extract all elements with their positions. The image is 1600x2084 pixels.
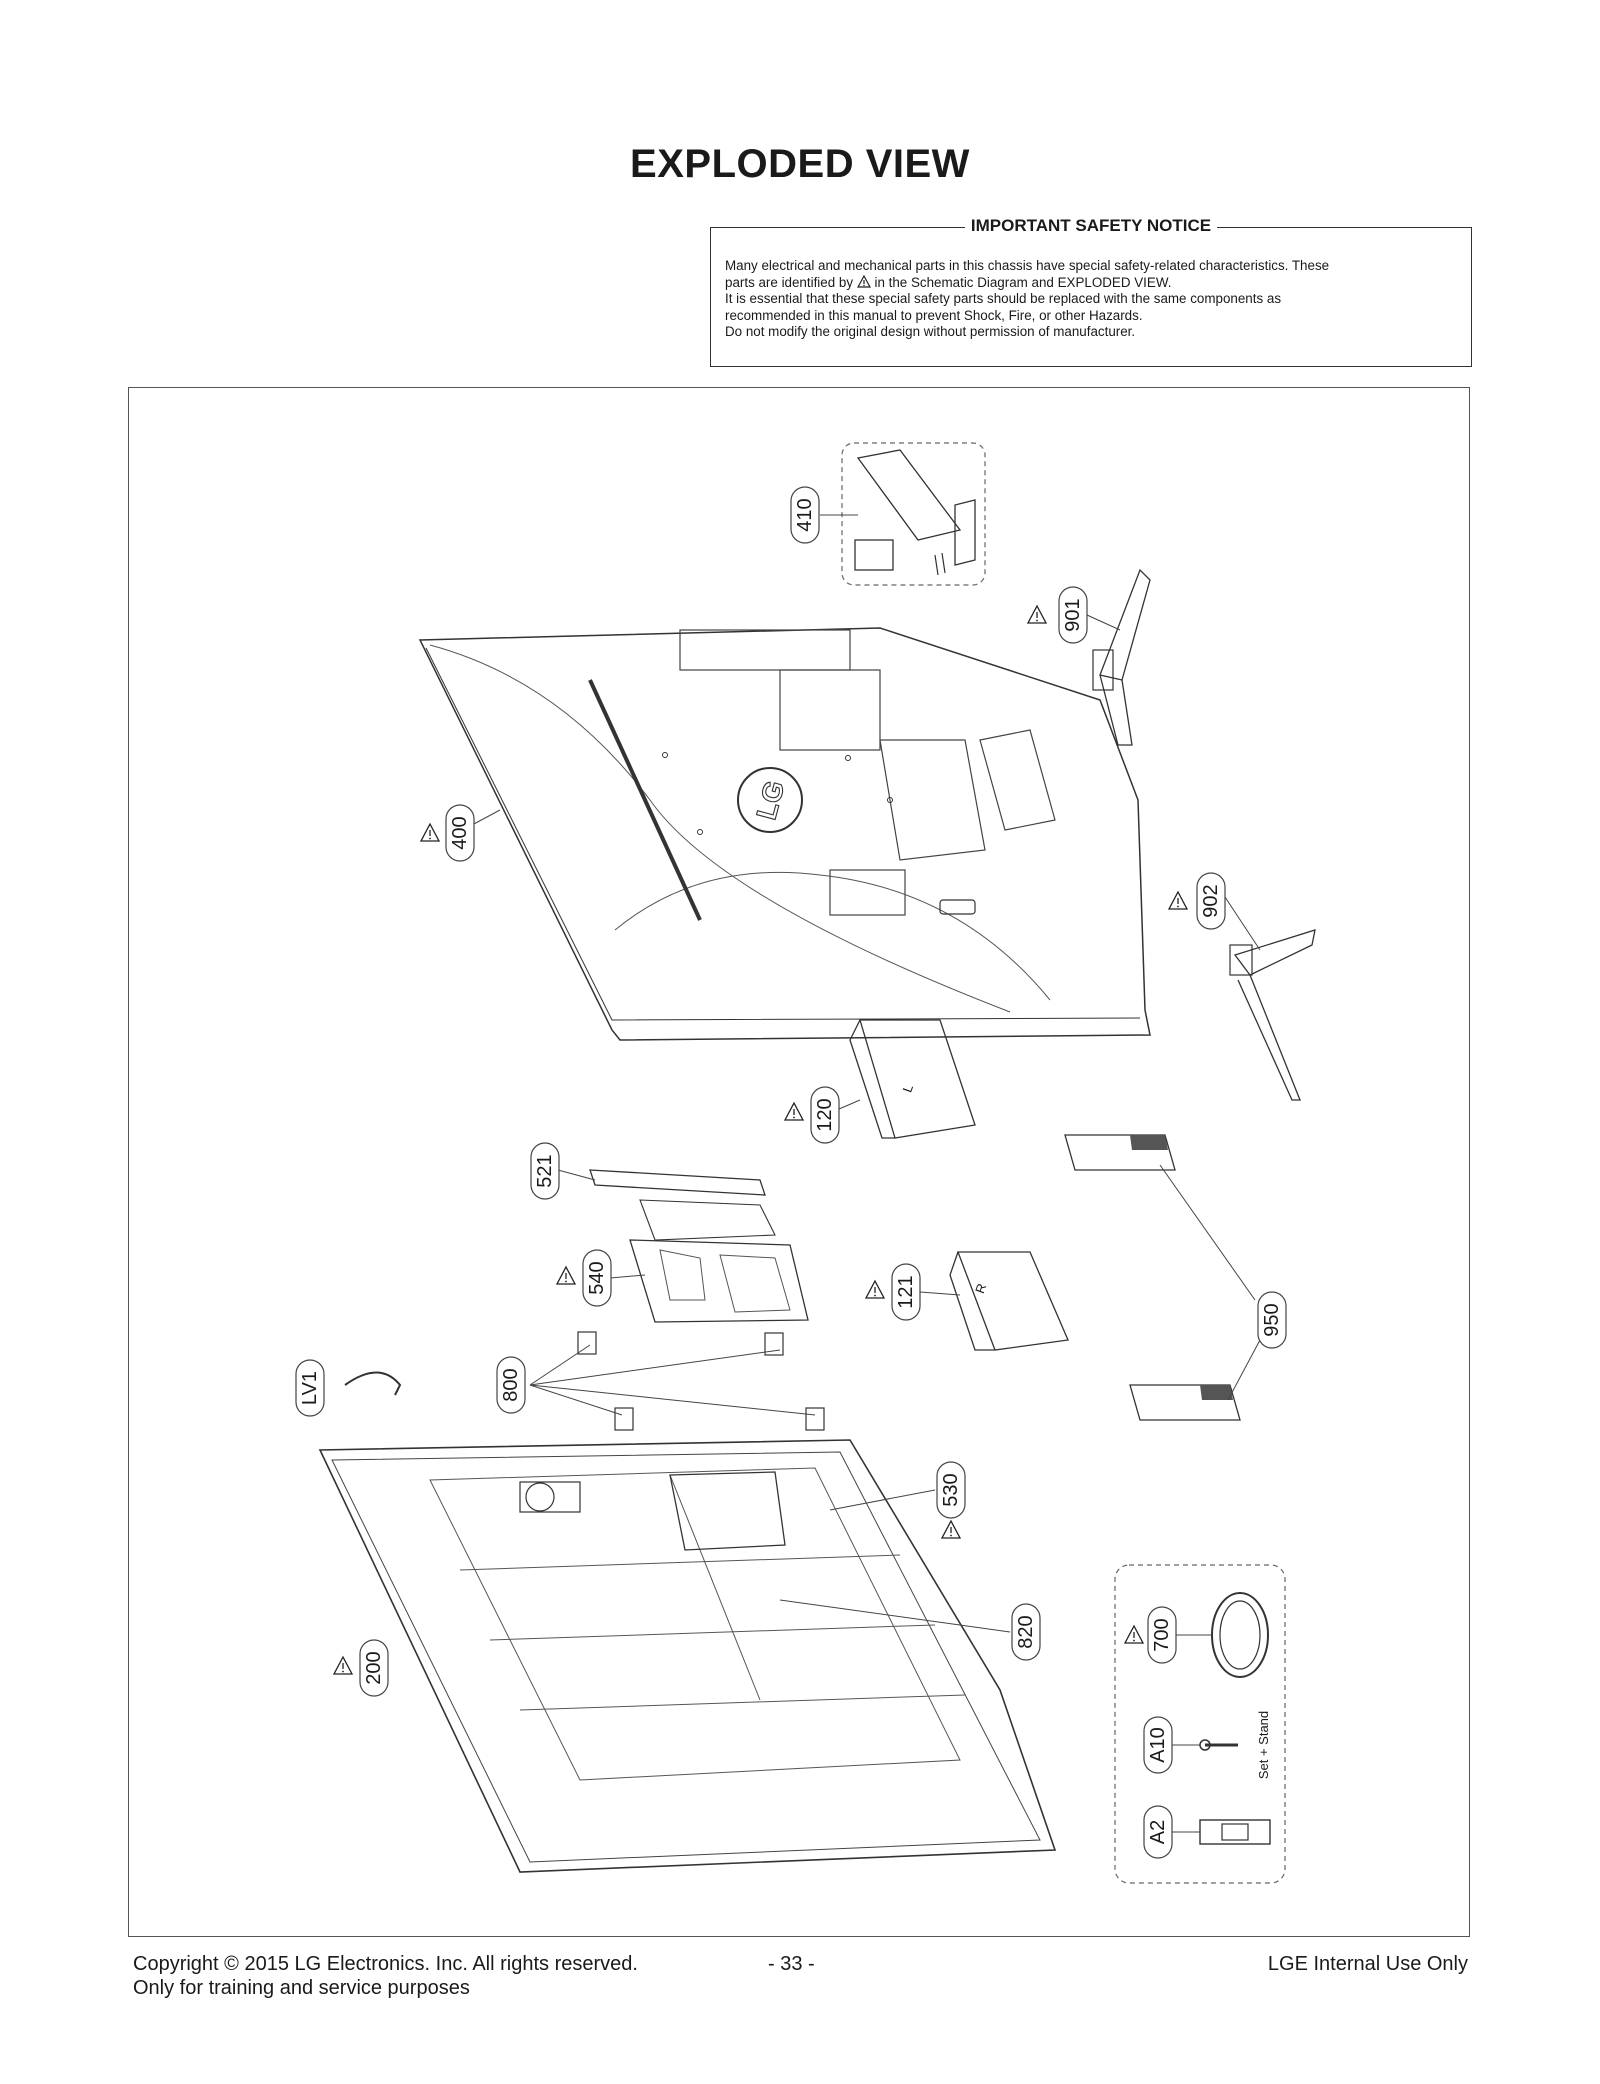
- callout-902: 902: [1196, 872, 1226, 930]
- svg-text:400: 400: [449, 816, 471, 849]
- svg-text:700: 700: [1151, 1618, 1173, 1651]
- svg-text:521: 521: [534, 1154, 556, 1187]
- callout-200: 200: [359, 1639, 389, 1697]
- copyright-text: Copyright © 2015 LG Electronics. Inc. Al…: [133, 1953, 638, 1975]
- callout-521: 521: [530, 1142, 560, 1200]
- svg-text:530: 530: [940, 1473, 962, 1506]
- lg-logo: LG: [750, 777, 790, 823]
- back-cover: LG: [418, 627, 1151, 1041]
- svg-text:800: 800: [500, 1368, 522, 1401]
- svg-text:901: 901: [1062, 598, 1084, 631]
- warning-400-icon: [420, 823, 440, 842]
- callout-950: 950: [1257, 1291, 1287, 1349]
- warning-902-icon: [1168, 891, 1188, 910]
- callout-700: 700: [1147, 1606, 1177, 1664]
- notice-line-4: recommended in this manual to prevent Sh…: [725, 307, 1143, 323]
- stand-note: Set + Stand: [1256, 1711, 1271, 1779]
- callout-410: 410: [790, 486, 820, 544]
- warning-700-icon: [1124, 1625, 1144, 1644]
- callout-121: 121: [891, 1263, 921, 1321]
- callout-530: 530: [936, 1461, 966, 1519]
- speaker-l-label: L: [899, 1082, 916, 1094]
- svg-text:950: 950: [1261, 1303, 1283, 1336]
- warning-120-icon: [784, 1102, 804, 1121]
- callout-400: 400: [445, 804, 475, 862]
- notice-line-3: It is essential that these special safet…: [725, 291, 1282, 306]
- callout-120: 120: [810, 1086, 840, 1144]
- svg-text:A10: A10: [1147, 1727, 1169, 1763]
- svg-text:820: 820: [1015, 1615, 1037, 1648]
- wall-bracket-group: [841, 442, 986, 586]
- internal-use-text: LGE Internal Use Only: [1267, 1953, 1468, 1975]
- svg-text:902: 902: [1200, 884, 1222, 917]
- safety-notice-heading: IMPORTANT SAFETY NOTICE: [964, 216, 1218, 235]
- callout-540: 540: [582, 1249, 612, 1307]
- notice-line-1: Many electrical and mechanical parts in …: [725, 258, 1330, 273]
- main-board: [589, 1169, 809, 1323]
- training-text: Only for training and service purposes: [133, 1977, 470, 1999]
- callout-800: 800: [496, 1356, 526, 1414]
- notice-line-5: Do not modify the original design withou…: [725, 324, 1136, 339]
- speaker-r-label: R: [972, 1281, 989, 1295]
- warning-530-icon: [941, 1520, 961, 1539]
- panel-brackets: [577, 1331, 825, 1431]
- svg-text:540: 540: [586, 1261, 608, 1294]
- speaker-left: L: [849, 1019, 976, 1139]
- callout-lv1: LV1: [295, 1359, 325, 1417]
- svg-text:A2: A2: [1147, 1820, 1169, 1844]
- lcd-panel: [318, 1439, 1057, 1873]
- stand-leg-901: [1092, 568, 1151, 746]
- callout-901: 901: [1058, 586, 1088, 644]
- svg-text:200: 200: [363, 1651, 385, 1684]
- stand-covers: [1064, 1134, 1241, 1421]
- safety-notice-box: IMPORTANT SAFETY NOTICE Many electrical …: [710, 216, 1472, 367]
- notice-line-2: parts are identified by in the Schematic…: [725, 274, 1172, 290]
- page-number: - 33 -: [768, 1953, 815, 1975]
- warning-540-icon: [556, 1266, 576, 1285]
- svg-text:410: 410: [794, 498, 816, 531]
- callout-820: 820: [1011, 1603, 1041, 1661]
- callout-a10: A10: [1143, 1716, 1173, 1774]
- svg-text:120: 120: [814, 1098, 836, 1131]
- safety-notice-body: Many electrical and mechanical parts in …: [725, 258, 1457, 341]
- warning-901-icon: [1027, 605, 1047, 624]
- accessory-group: Set + Stand: [1114, 1564, 1286, 1884]
- diagram-frame: [128, 387, 1470, 1937]
- speaker-right: R: [949, 1251, 1069, 1351]
- page-title: EXPLODED VIEW: [630, 142, 970, 186]
- footer-left: Copyright © 2015 LG Electronics. Inc. Al…: [133, 1952, 638, 2000]
- callout-a2: A2: [1143, 1805, 1173, 1859]
- warning-200-icon: [333, 1656, 353, 1675]
- warning-121-icon: [865, 1280, 885, 1299]
- lv1-cable: [344, 1371, 402, 1396]
- svg-text:LV1: LV1: [299, 1371, 321, 1405]
- stand-leg-902: [1229, 929, 1316, 1101]
- leader-lines: [471, 514, 1261, 1833]
- svg-text:121: 121: [895, 1275, 917, 1308]
- warning-triangle-icon: [856, 274, 871, 288]
